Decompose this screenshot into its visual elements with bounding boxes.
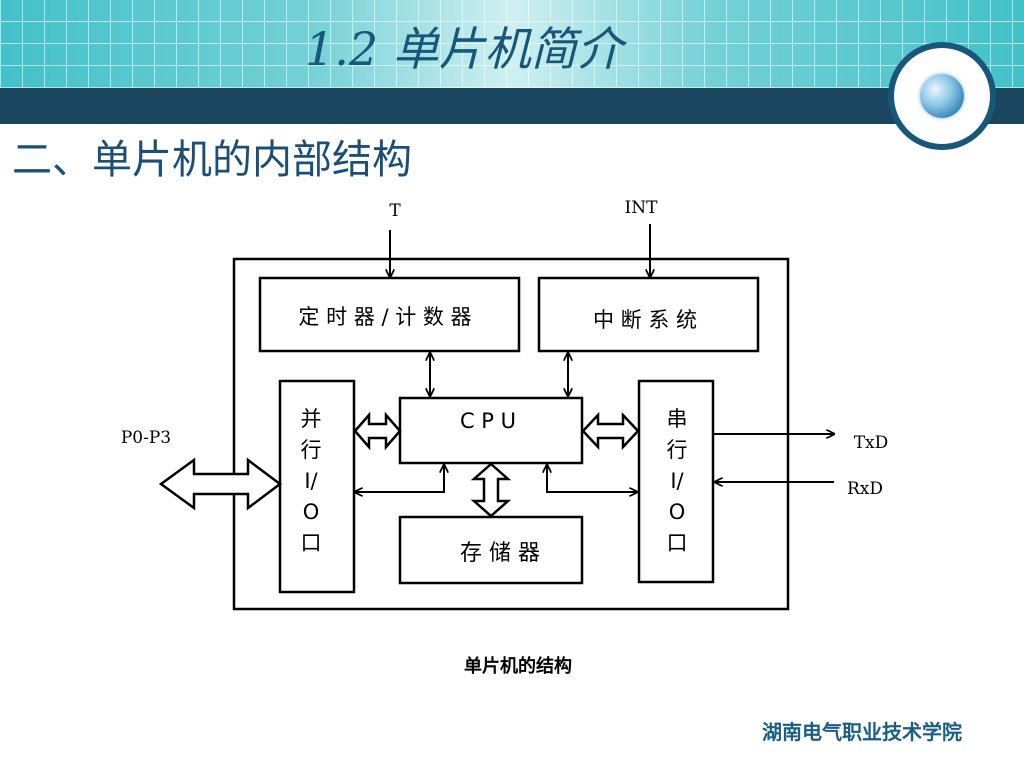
p0-p3-port-arrow [158,457,283,511]
footer-institution: 湖南电气职业技术学院 [762,720,962,744]
serial-io-char: I/ [670,469,684,493]
serial-io-char: 口 [667,531,688,555]
parallel-io-char: 并 [301,407,322,431]
parallel-io-char: I/ [304,469,318,493]
parallel-io-block: 并 行 I/ O 口 [278,379,356,594]
memory-block: 存 储 器 [398,515,584,585]
serial-io-char: O [669,500,686,524]
t-signal-label: T [389,201,401,221]
int-signal-label: INT [625,198,659,218]
p0-p3-signal-label: P0-P3 [121,428,171,448]
diagram-caption: 单片机的结构 [464,656,572,677]
serial-io-char: 行 [667,438,688,462]
cpu-serial-bus-arrow [581,411,640,451]
timer-counter-block: 定 时 器 / 计 数 器 [258,276,521,353]
rxd-signal-label: RxD [847,479,883,499]
interrupt-system-block: 中 断 系 统 [537,276,760,353]
timer-counter-label: 定 时 器 / 计 数 器 [298,305,471,329]
section-heading: 二、单片机的内部结构 [12,137,412,183]
header-band [0,88,1024,124]
interrupt-system-label: 中 断 系 统 [593,308,697,332]
parallel-cpu-link [355,465,444,492]
parallel-io-char: O [303,500,320,524]
cpu-block: C P U [398,396,584,465]
cpu-label: C P U [460,409,516,433]
parallel-io-char: 行 [301,438,322,462]
serial-io-char: 串 [667,407,688,431]
parallel-cpu-bus-arrow [353,411,402,451]
globe-logo [888,42,996,150]
txd-signal-label: TxD [854,433,889,453]
memory-label: 存 储 器 [460,541,540,566]
cpu-memory-bus-arrow [470,462,512,518]
serial-io-block: 串 行 I/ O 口 [637,379,715,584]
header-banner [0,0,1024,88]
globe-icon [920,74,964,118]
cpu-serial-link [547,465,637,492]
slide-title: 1.2 单片机简介 [305,22,623,76]
parallel-io-char: 口 [301,531,322,555]
